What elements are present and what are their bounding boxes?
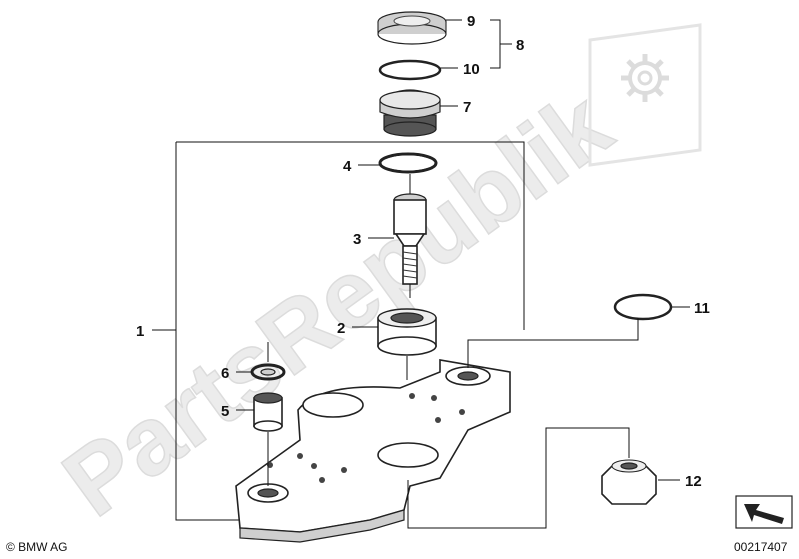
flag-shape — [588, 23, 702, 167]
callout-6: 6 — [221, 365, 229, 382]
callout-11: 11 — [694, 300, 710, 317]
callout-4: 4 — [343, 158, 352, 175]
callout-3: 3 — [353, 231, 361, 248]
callout-8: 8 — [516, 37, 524, 54]
part-circlip — [378, 152, 438, 174]
callout-1: 1 — [136, 323, 144, 340]
gear-icon — [621, 54, 669, 102]
part-o-ring-top — [378, 59, 442, 81]
callout-5: 5 — [221, 403, 229, 420]
callout-10: 10 — [463, 61, 480, 78]
copyright-text: © BMW AG — [6, 540, 68, 554]
part-nut — [601, 459, 657, 505]
part-plug — [379, 89, 441, 137]
callout-12: 12 — [685, 473, 702, 490]
callout-2: 2 — [337, 320, 345, 337]
drawing-number: 00217407 — [734, 540, 788, 554]
assembly-frame — [175, 141, 525, 521]
part-bearing — [377, 308, 437, 356]
arrow-icon — [735, 495, 793, 529]
callout-7: 7 — [463, 99, 471, 116]
part-fork-bridge — [235, 359, 511, 543]
callout-9: 9 — [467, 13, 475, 30]
part-o-ring-side — [613, 293, 673, 321]
reference-lines — [407, 19, 639, 529]
part-cap — [377, 11, 447, 45]
part-bolt — [393, 174, 427, 298]
leader-lines — [152, 19, 690, 481]
part-bush — [253, 392, 283, 486]
